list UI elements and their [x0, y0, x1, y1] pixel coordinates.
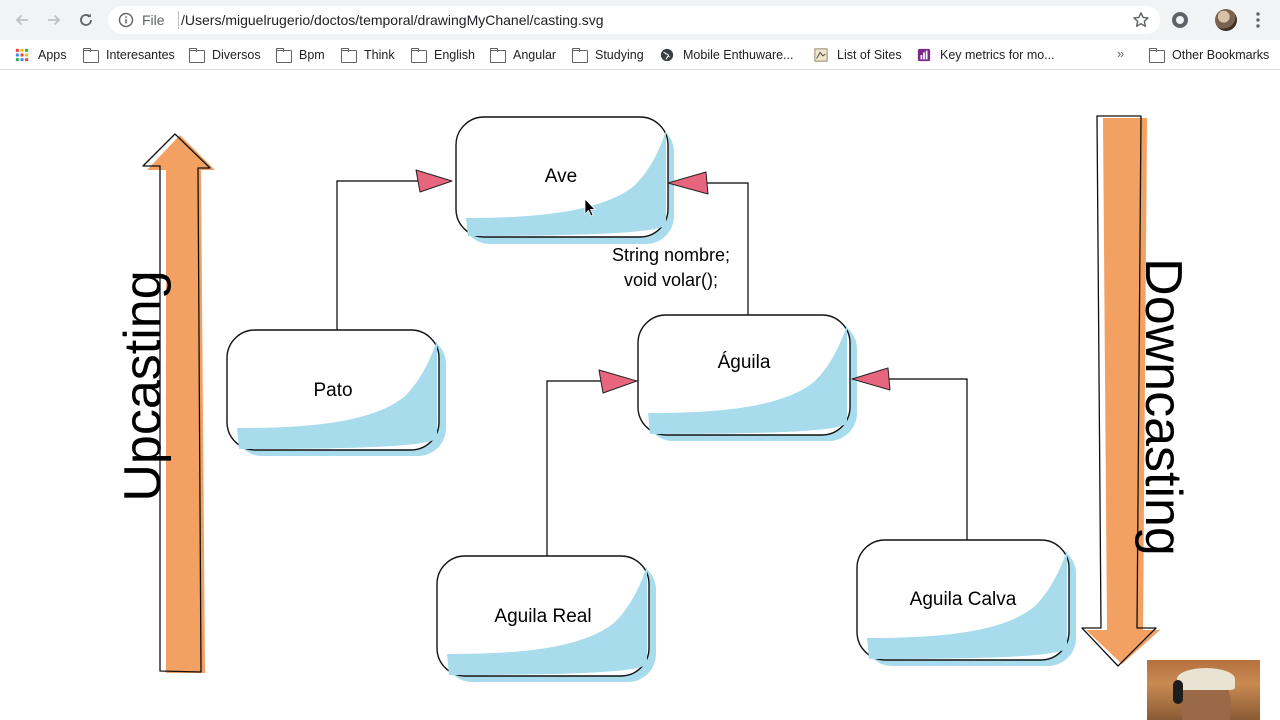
bookmark-other-bookmarks[interactable]: Other Bookmarks [1148, 46, 1269, 64]
bookmark-label: List of Sites [837, 48, 902, 62]
bookmark-label: Apps [38, 48, 67, 62]
back-button[interactable] [10, 8, 34, 32]
bookmark-label: Mobile Enthuware... [683, 48, 794, 62]
connector-aguila-ave [702, 182, 749, 315]
connector-pato-ave [336, 180, 418, 330]
upcasting-label: Upcasting [114, 270, 172, 502]
bookmark-key-metrics[interactable]: Key metrics for mo... [916, 46, 1055, 64]
bookmark-mobile-enthuware[interactable]: Mobile Enthuware... [659, 46, 793, 64]
browser-toolbar: File /Users/miguelrugerio/doctos/tempora… [0, 0, 1280, 40]
bookmark-folder-interesantes[interactable]: Interesantes [82, 46, 175, 64]
folder-icon [340, 48, 357, 63]
more-menu-icon[interactable] [1252, 10, 1264, 30]
site-favicon-icon [814, 48, 828, 62]
folder-icon [1148, 48, 1165, 63]
extension-icon[interactable] [1172, 12, 1188, 28]
folder-icon [275, 48, 292, 63]
inheritance-connectors [336, 180, 968, 556]
address-bar[interactable]: File /Users/miguelrugerio/doctos/tempora… [108, 6, 1160, 34]
bookmark-label: Other Bookmarks [1172, 48, 1270, 62]
apps-grid-icon [15, 48, 29, 62]
node-label-aguila: Águila [717, 352, 771, 373]
bookmark-label: Angular [513, 48, 557, 62]
casting-diagram [142, 115, 1160, 682]
svg-document-view: Ave Pato Águila Aguila Real Aguila Calva… [0, 71, 1280, 720]
node-label-aguila-real: Aguila Real [494, 606, 592, 627]
reload-icon [80, 13, 92, 26]
folder-icon [571, 48, 588, 63]
mouse-cursor-icon [584, 198, 596, 217]
bookmark-star-icon[interactable] [1132, 11, 1150, 29]
bookmark-label: Diversos [212, 48, 261, 62]
node-box-ave [455, 116, 674, 244]
arrowhead-ave-right [667, 171, 709, 195]
member-method: void volar(); [623, 270, 719, 290]
bookmark-folder-diversos[interactable]: Diversos [188, 46, 261, 64]
forward-arrow-icon [48, 14, 61, 26]
bookmarks-bar: Apps Interesantes Diversos Bpm Think Eng… [0, 40, 1280, 70]
node-label-pato: Pato [313, 380, 353, 401]
member-field: String nombre; [611, 245, 731, 265]
connector-aguilacalva-aguila [886, 378, 968, 540]
bookmark-list-of-sites[interactable]: List of Sites [813, 46, 902, 64]
inheritance-arrowheads [415, 169, 891, 394]
node-box-aguila-calva [856, 539, 1076, 666]
bookmark-folder-studying[interactable]: Studying [571, 46, 644, 64]
downcasting-arrow [1081, 115, 1160, 667]
node-label-aguila-calva: Aguila Calva [909, 589, 1017, 610]
folder-icon [82, 48, 99, 63]
node-box-aguila [637, 314, 857, 441]
node-box-aguila-real [436, 555, 656, 682]
webcam-overlay [1147, 660, 1260, 720]
node-label-ave: Ave [544, 166, 578, 187]
bookmark-folder-bpm[interactable]: Bpm [275, 46, 325, 64]
globe-icon [660, 48, 674, 62]
bookmark-apps[interactable]: Apps [14, 46, 67, 64]
scheme-label: File [142, 12, 165, 28]
connector-aguilareal-aguila [546, 380, 602, 556]
node-box-pato [226, 329, 446, 456]
bookmark-label: Think [364, 48, 395, 62]
folder-icon [188, 48, 205, 63]
bookmarks-overflow-button[interactable]: » [1117, 46, 1125, 61]
back-arrow-icon [15, 14, 28, 26]
downcasting-label: Downcasting [1134, 258, 1192, 556]
bookmark-label: Interesantes [106, 48, 175, 62]
arrowhead-ave-left [415, 169, 453, 193]
reload-button[interactable] [74, 8, 98, 32]
forward-button[interactable] [42, 8, 66, 32]
folder-icon [489, 48, 506, 63]
bookmark-folder-english[interactable]: English [410, 46, 475, 64]
bookmark-label: Bpm [299, 48, 325, 62]
omnibox-divider [178, 11, 179, 29]
headphones [1173, 680, 1183, 704]
profile-avatar[interactable] [1215, 9, 1237, 31]
upcasting-arrow [142, 133, 215, 673]
folder-icon [410, 48, 427, 63]
url-text[interactable]: /Users/miguelrugerio/doctos/temporal/dra… [181, 12, 604, 28]
arrowhead-aguila-right [851, 367, 891, 391]
bookmark-folder-angular[interactable]: Angular [489, 46, 556, 64]
presenter-cap [1177, 668, 1235, 690]
arrowhead-aguila-left [598, 369, 638, 394]
bookmark-label: English [434, 48, 475, 62]
info-icon[interactable] [118, 12, 134, 28]
bookmark-label: Key metrics for mo... [940, 48, 1055, 62]
bookmark-folder-think[interactable]: Think [340, 46, 395, 64]
site-favicon-icon [917, 48, 931, 62]
bookmark-label: Studying [595, 48, 644, 62]
class-members: String nombre; void volar(); [596, 243, 746, 293]
